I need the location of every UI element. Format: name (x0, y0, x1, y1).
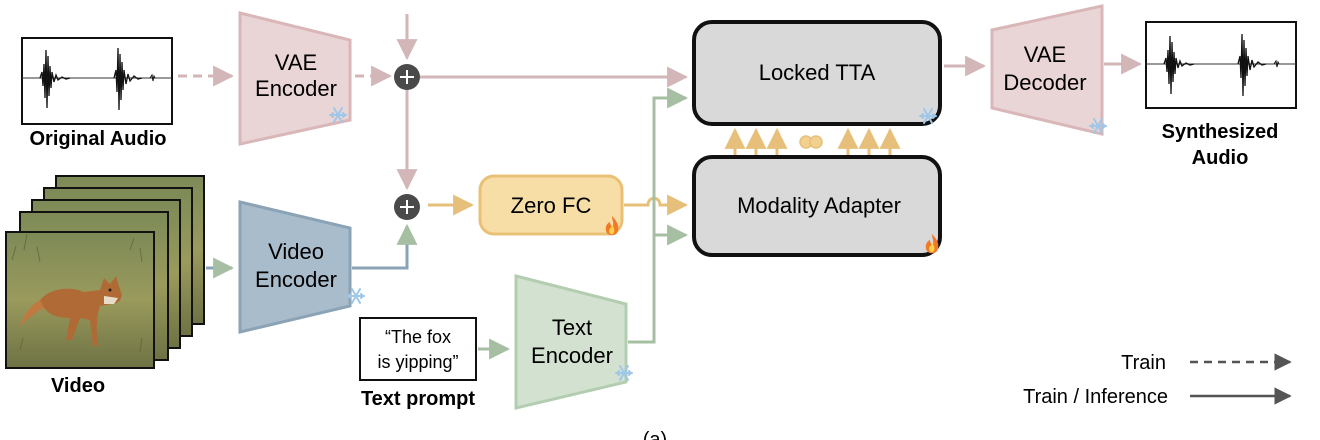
legend: Train Train / Inference (1023, 352, 1292, 408)
vae-encoder: VAE Encoder (238, 11, 352, 146)
zero-fc-block: Zero FC (478, 174, 624, 236)
video-encoder-line2: Encoder (255, 267, 337, 292)
legend-train-inference-label: Train / Inference (1023, 386, 1168, 408)
text-prompt-line1: “The fox (385, 327, 451, 347)
original-audio-label: Original Audio (29, 128, 166, 150)
text-prompt-box: “The fox is yipping” (359, 317, 477, 381)
synthesized-audio-line2: Audio (1192, 147, 1249, 169)
legend-train-label: Train (1121, 352, 1166, 374)
video-encoder-line1: Video (268, 239, 324, 264)
figure-caption: (a) (643, 429, 667, 440)
text-encoder: Text Encoder (514, 274, 633, 410)
vae-encoder-line2: Encoder (255, 76, 337, 101)
locked-tta-block: Locked TTA (692, 20, 942, 126)
plus-icon (394, 194, 420, 220)
video-label: Video (51, 375, 105, 397)
vae-decoder-line1: VAE (1024, 42, 1066, 67)
arrow-video-to-plus2 (352, 223, 418, 270)
adapter-to-tta-arrows (724, 127, 901, 155)
arrow-text-to-tta (628, 87, 689, 344)
locked-tta-label: Locked TTA (759, 60, 876, 85)
plus-icon (394, 64, 420, 90)
text-prompt-line2: is yipping” (377, 352, 458, 372)
vae-decoder: VAE Decoder (990, 4, 1107, 136)
synthesized-audio-box (1145, 21, 1297, 109)
text-encoder-line2: Encoder (531, 343, 613, 368)
modality-adapter-label: Modality Adapter (737, 193, 901, 218)
original-audio-box (21, 37, 173, 125)
modality-adapter-block: Modality Adapter (692, 155, 942, 257)
text-prompt-label: Text prompt (361, 388, 475, 410)
text-encoder-line1: Text (552, 315, 592, 340)
video-encoder: Video Encoder (238, 200, 365, 334)
vae-encoder-line1: VAE (275, 50, 317, 75)
zero-fc-label: Zero FC (511, 193, 592, 218)
vae-decoder-line2: Decoder (1003, 70, 1086, 95)
fox-image (20, 276, 122, 346)
synthesized-audio-line1: Synthesized (1162, 121, 1279, 143)
video-frames (5, 175, 205, 369)
